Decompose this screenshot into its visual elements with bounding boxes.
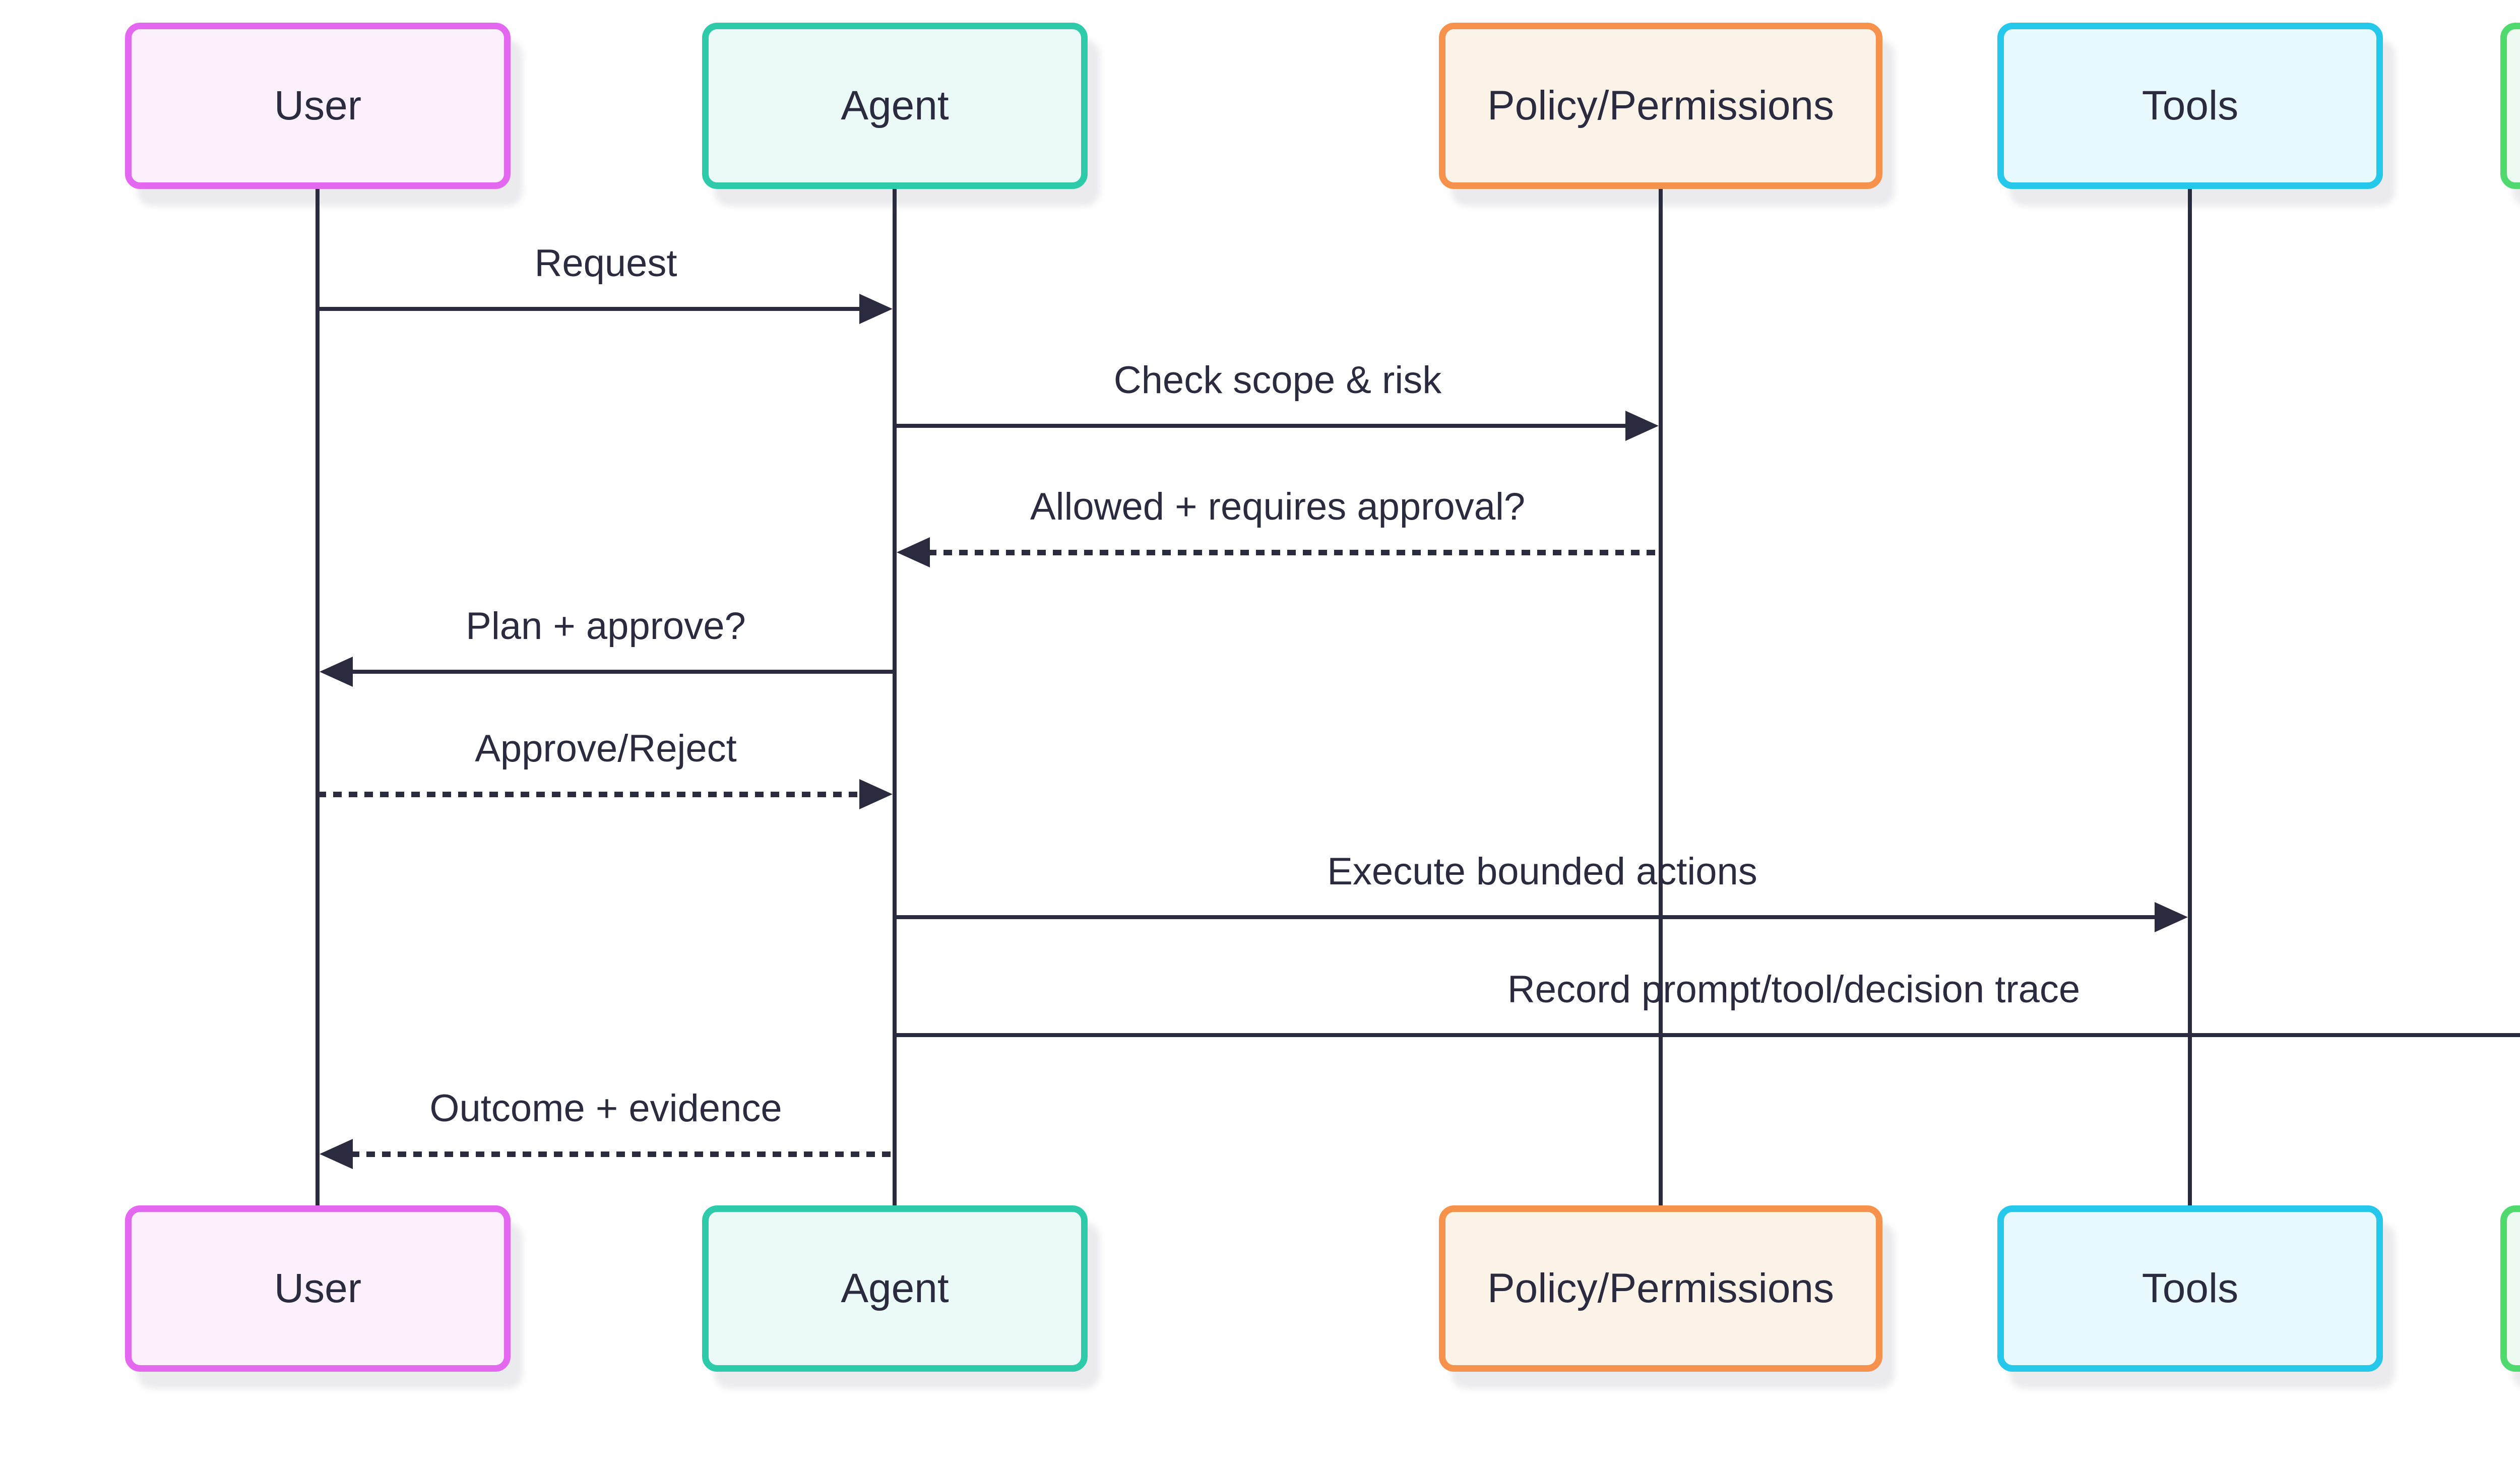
message-label: Allowed + requires approval?: [1030, 485, 1526, 528]
message-line: [895, 915, 2155, 919]
lifeline-policy: [1659, 189, 1663, 1205]
actor-policy-top: Policy/Permissions: [1439, 23, 1882, 189]
arrowhead-right-icon: [1625, 411, 1659, 441]
actor-agent-bottom: Agent: [702, 1205, 1088, 1372]
actor-tools-top: Tools: [1997, 23, 2383, 189]
message-line: [351, 670, 895, 674]
message-label: Check scope & risk: [1113, 359, 1442, 402]
arrowhead-right-icon: [859, 779, 893, 809]
message-line: [895, 1033, 2520, 1037]
lifeline-tools: [2188, 189, 2192, 1205]
actor-logs-bottom: Logs/Audit: [2500, 1205, 2520, 1372]
actor-policy-bottom: Policy/Permissions: [1439, 1205, 1882, 1372]
message-label: Plan + approve?: [466, 605, 746, 648]
message-line: [318, 792, 859, 797]
arrowhead-left-icon: [320, 657, 353, 687]
lifeline-user: [316, 189, 320, 1205]
actor-logs-top: Logs/Audit: [2500, 23, 2520, 189]
arrowhead-left-icon: [320, 1139, 353, 1169]
message-label: Outcome + evidence: [429, 1087, 782, 1130]
message-label: Request: [534, 242, 677, 285]
message-label: Record prompt/tool/decision trace: [1507, 968, 2081, 1011]
message-label: Approve/Reject: [475, 727, 737, 770]
actor-tools-bottom: Tools: [1997, 1205, 2383, 1372]
message-label: Execute bounded actions: [1327, 850, 1757, 893]
actor-user-top: User: [125, 23, 511, 189]
arrowhead-right-icon: [859, 294, 893, 324]
message-line: [928, 550, 1661, 555]
lifeline-agent: [893, 189, 897, 1205]
message-line: [351, 1151, 895, 1157]
arrowhead-left-icon: [897, 537, 930, 567]
message-line: [318, 307, 859, 311]
actor-user-bottom: User: [125, 1205, 511, 1372]
message-line: [895, 424, 1625, 428]
actor-agent-top: Agent: [702, 23, 1088, 189]
arrowhead-right-icon: [2155, 902, 2188, 932]
